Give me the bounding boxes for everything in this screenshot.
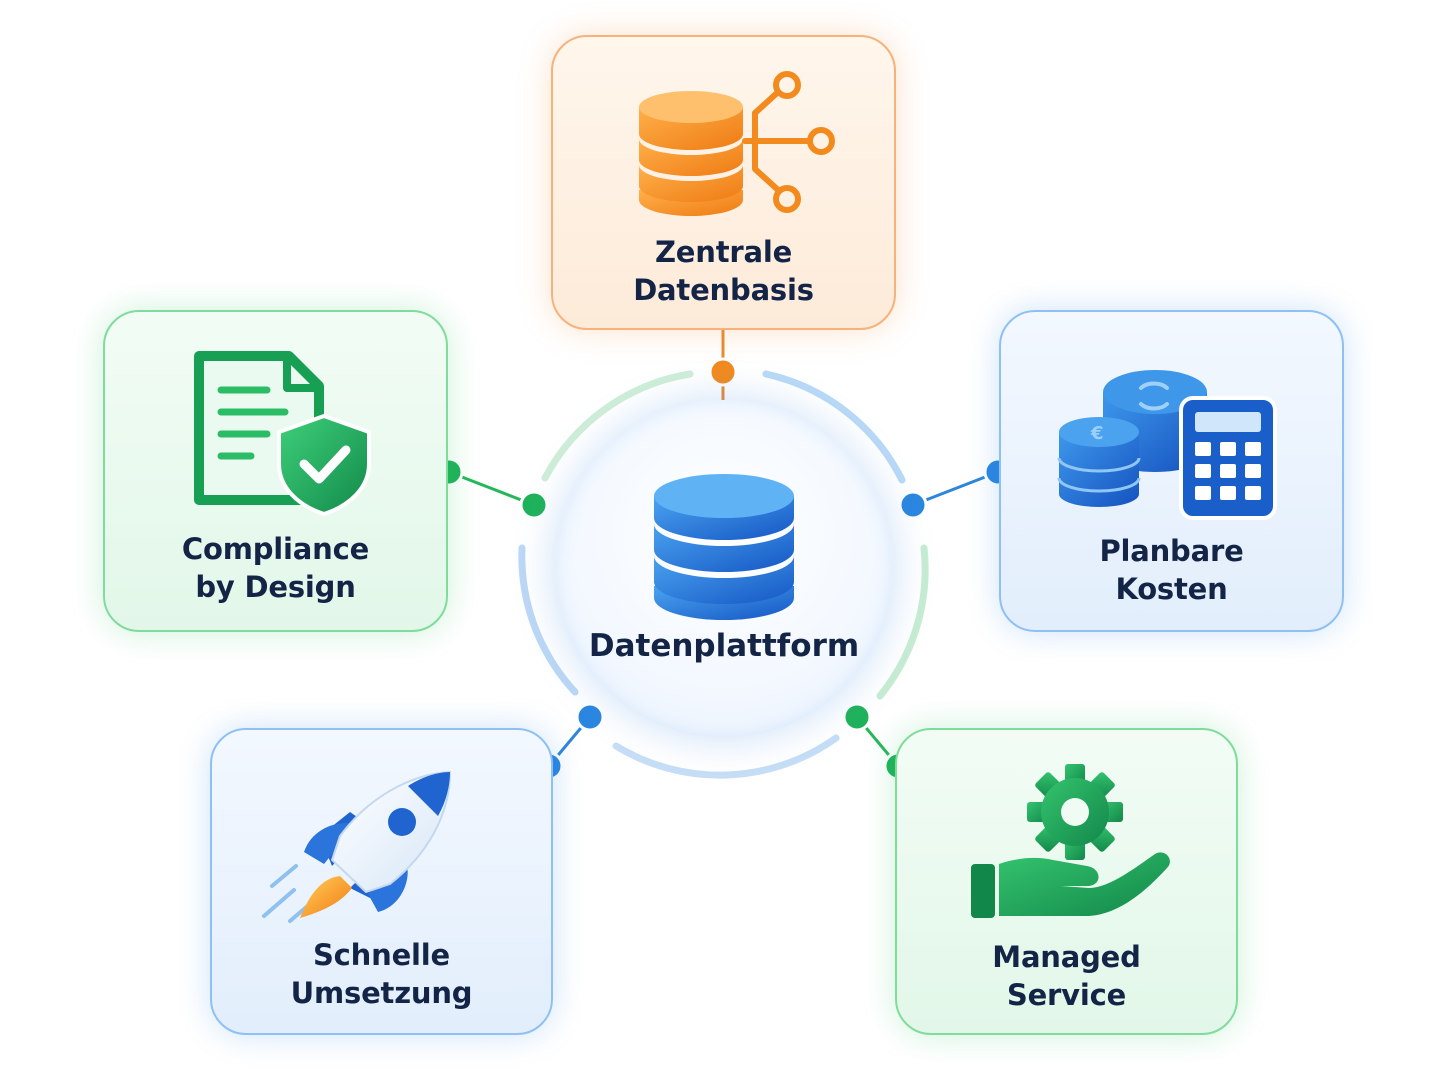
node-label-line: Zentrale: [654, 235, 793, 269]
node-label-line: Umsetzung: [290, 976, 473, 1010]
hub-label: Datenplattform: [588, 628, 860, 664]
node-label-line: Datenbasis: [633, 273, 814, 307]
document-shield-icon: [194, 351, 371, 516]
connector-dot: [519, 490, 549, 520]
database-icon: [654, 474, 794, 620]
connector-dot: [842, 702, 872, 732]
rocket-icon: [262, 770, 452, 923]
node-label-line: Managed: [992, 940, 1141, 974]
hub-ring: [518, 370, 929, 779]
node-label-line: Planbare: [1099, 534, 1244, 568]
node-label: Compliance by Design: [105, 530, 446, 606]
node-schnelle-umsetzung: Schnelle Umsetzung: [210, 728, 553, 1035]
database-network-icon: [639, 71, 835, 216]
node-label-line: Compliance: [181, 532, 370, 566]
node-label-line: Schnelle: [313, 938, 450, 972]
connector-dot: [898, 490, 928, 520]
node-label-line: by Design: [195, 570, 356, 604]
node-managed-service: Managed Service: [895, 728, 1238, 1035]
svg-text:€: €: [1090, 423, 1104, 444]
node-compliance-by-design: Compliance by Design: [103, 310, 448, 632]
hub-node: Datenplattform: [555, 400, 893, 738]
node-label-line: Service: [1006, 978, 1127, 1012]
connector-line-right: [912, 470, 999, 507]
node-label: Planbare Kosten: [1001, 532, 1342, 608]
node-label: Managed Service: [897, 938, 1236, 1014]
connector-dot: [575, 702, 605, 732]
node-zentrale-datenbasis: Zentrale Datenbasis: [551, 35, 896, 330]
node-label-line: Kosten: [1115, 572, 1228, 606]
node-label: Zentrale Datenbasis: [553, 233, 894, 309]
hand-gear-icon: [971, 764, 1170, 918]
connector-line-left: [448, 470, 535, 507]
coins-calculator-icon: €: [1057, 370, 1277, 520]
node-planbare-kosten: € Planbare Kosten: [999, 310, 1344, 632]
connector-dot: [708, 357, 738, 387]
node-label: Schnelle Umsetzung: [212, 936, 551, 1012]
